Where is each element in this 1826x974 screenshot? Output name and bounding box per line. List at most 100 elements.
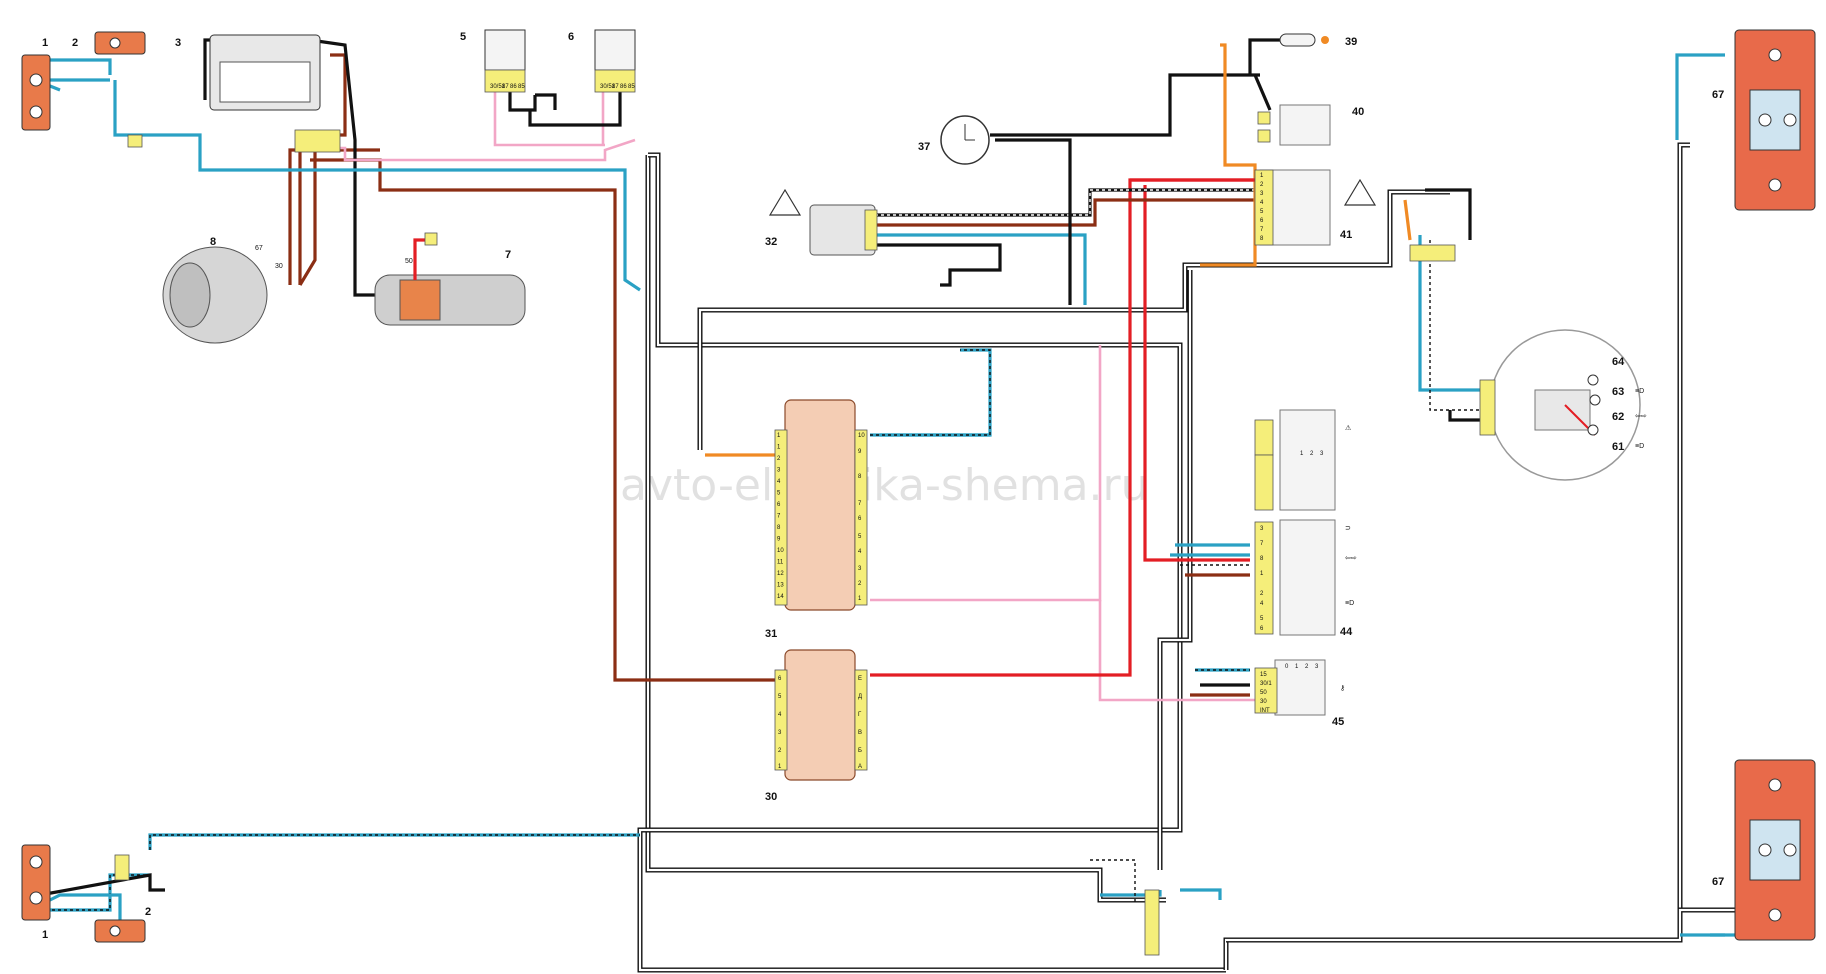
sw44-pin-2: 2 <box>1260 591 1264 597</box>
blk31-r-3: 3 <box>858 566 862 572</box>
sw41-pin-1: 1 <box>1260 173 1264 179</box>
blk31-l-pin: 10 <box>777 548 784 554</box>
callout-2-bottom: 2 <box>145 906 151 918</box>
blk31-r-5: 5 <box>858 534 862 540</box>
blk30-l-1: 1 <box>778 764 782 770</box>
combination-switch-44: 3 7 8 1 2 4 5 6 ⊃ ⇦⇨ ≡D 44 <box>1254 519 1357 638</box>
relay5-pin-3: 86 <box>510 84 517 90</box>
callout-2-top: 2 <box>72 37 78 49</box>
gen-terminal-67: 67 <box>255 245 263 252</box>
headlight-relay-6: 6 30/51 87 86 85 <box>568 29 636 93</box>
callout-40: 40 <box>1352 106 1364 118</box>
callout-37: 37 <box>918 141 930 153</box>
blk30-r-V: В <box>858 730 862 736</box>
callout-3: 3 <box>175 37 181 49</box>
rear-right-lamp-67-top: 67 <box>1712 29 1816 211</box>
blk31-l-pin: 3 <box>777 468 781 474</box>
horn-icon: ⊃ <box>1345 525 1351 532</box>
sw41-pin-5: 5 <box>1260 209 1264 215</box>
relay5-pin-2: 87 <box>502 84 509 90</box>
sw41-pin-3: 3 <box>1260 191 1264 197</box>
gen-terminal-30: 30 <box>275 263 283 270</box>
blk31-l-pin: 2 <box>777 456 781 462</box>
blk31-l-pin: 14 <box>777 594 784 600</box>
instrument-cluster: 64 63 62 61 ≡D ⇦⇨ ≡D <box>1479 329 1647 481</box>
harness-bundles <box>637 142 1735 973</box>
watermark: avto-elektrika-shema.ru <box>620 460 1149 511</box>
sw41-pin-8: 8 <box>1260 236 1264 242</box>
hazard-switch-41: 1 2 3 4 5 6 7 8 41 <box>1254 169 1377 246</box>
wiper-pos-1: 1 <box>1300 451 1304 457</box>
wiper-switch: 1 2 3 ⚠ <box>1254 409 1351 511</box>
blk31-l-pin: 5 <box>777 491 781 497</box>
blk30-r-B: Б <box>858 748 862 754</box>
sw41-pin-4: 4 <box>1260 200 1264 206</box>
callout-67-bottom: 67 <box>1712 876 1724 888</box>
sw44-pin-7: 7 <box>1260 541 1264 547</box>
starter-terminal-50: 50 <box>405 258 413 265</box>
callout-45: 45 <box>1332 716 1344 728</box>
wiper-pos-2: 2 <box>1310 451 1314 457</box>
callout-63: 63 <box>1612 386 1624 398</box>
ign-pin-15: 15 <box>1260 672 1267 678</box>
connector-cluster-top <box>1409 244 1456 262</box>
front-left-lamp-1-bottom: 1 <box>21 844 51 941</box>
callout-44: 44 <box>1340 626 1353 638</box>
blk30-r-G: Г <box>858 712 862 718</box>
sw44-pin-8: 8 <box>1260 556 1264 562</box>
connector-bottom-middle <box>1144 889 1160 956</box>
relay6-pin-3: 86 <box>620 84 627 90</box>
sidelight-indicator-icon: ≡D <box>1635 443 1644 450</box>
headlight-relay-5: 5 30/51 87 86 85 <box>460 29 526 93</box>
callout-64: 64 <box>1612 356 1625 368</box>
relay5-pin-4: 85 <box>518 84 525 90</box>
callout-5: 5 <box>460 31 466 43</box>
sw44-pin-3: 3 <box>1260 526 1264 532</box>
sw44-pin-1: 1 <box>1260 571 1264 577</box>
battery-3: 3 <box>175 34 321 111</box>
front-left-sidelamp-2-bottom: 2 <box>94 906 151 943</box>
blk31-r-1: 1 <box>858 596 862 602</box>
blk30-r-D: Д <box>858 694 862 700</box>
relay6-pin-2: 87 <box>612 84 619 90</box>
callout-30-fuse: 30 <box>765 791 777 803</box>
ignition-switch-45: 15 30/1 50 30 INT 0 1 2 3 ⚷ 45 <box>1254 659 1345 728</box>
ign-pin-50: 50 <box>1260 690 1267 696</box>
callout-61: 61 <box>1612 441 1624 453</box>
callout-8: 8 <box>210 236 216 248</box>
sw44-pin-6: 6 <box>1260 626 1264 632</box>
connector-rear-left <box>114 854 130 881</box>
connector-left-front <box>127 134 143 148</box>
callout-32: 32 <box>765 236 777 248</box>
wiper-icon: ⚠ <box>1345 424 1351 432</box>
blk31-l-pin: 9 <box>777 537 781 543</box>
key-icon: ⚷ <box>1340 685 1345 692</box>
callout-7: 7 <box>505 249 511 261</box>
front-left-sidelamp-2: 2 <box>72 31 146 55</box>
ign-pos-3: 3 <box>1315 664 1319 670</box>
blk31-r-9: 9 <box>858 449 862 455</box>
lighter-39: 39 <box>1279 33 1357 48</box>
relay6-pin-4: 85 <box>628 84 635 90</box>
blk31-l-pin: 1 <box>777 445 781 451</box>
ign-pin-int: INT <box>1260 708 1270 714</box>
headlight-icon: ≡D <box>1345 600 1354 607</box>
blk30-l-3: 3 <box>778 730 782 736</box>
glovebox-lamp-40: 40 <box>1257 104 1364 146</box>
blk31-r-7: 7 <box>858 501 862 507</box>
mounting-block-fuses <box>294 129 341 153</box>
fuse-block-31: 31 10 9 8 7 6 5 4 3 2 1 <box>765 399 868 640</box>
callout-41: 41 <box>1340 229 1352 241</box>
callout-62: 62 <box>1612 411 1624 423</box>
callout-67-top: 67 <box>1712 89 1724 101</box>
relay6-pin-1: 30/51 <box>600 84 616 90</box>
blk31-l-pin: 1 <box>777 433 781 439</box>
blk31-l-pin: 8 <box>777 525 781 531</box>
starter-7: 7 50 <box>374 232 526 326</box>
front-left-headlamp-1: 1 <box>21 37 51 131</box>
blk30-l-4: 4 <box>778 712 782 718</box>
blk30-l-6: 6 <box>778 676 782 682</box>
blk30-r-A: А <box>858 764 862 770</box>
